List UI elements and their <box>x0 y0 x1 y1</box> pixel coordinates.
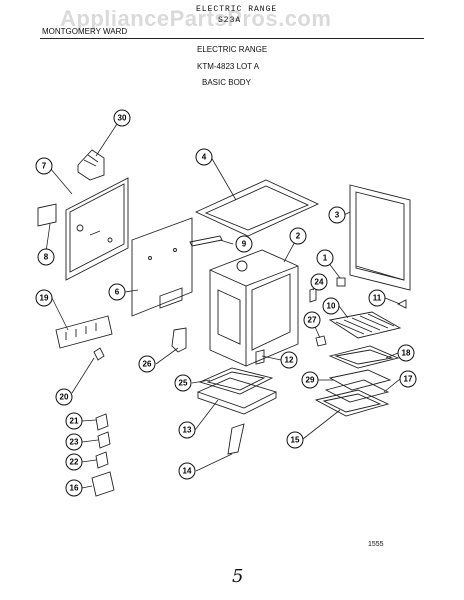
part-door-3 <box>349 184 411 291</box>
callout-20-label: 20 <box>60 393 69 402</box>
callout-3: 3 <box>328 206 346 224</box>
callout-1: 1 <box>316 249 334 267</box>
callout-27-label: 27 <box>308 316 317 325</box>
callout-13-label: 13 <box>183 426 192 435</box>
callout-4: 4 <box>195 148 213 166</box>
callout-29-label: 29 <box>306 376 315 385</box>
part-bolt-27 <box>315 335 327 347</box>
callout-26-label: 26 <box>143 360 152 369</box>
callout-12: 12 <box>280 351 298 369</box>
callout-23: 23 <box>65 433 83 451</box>
callout-22: 22 <box>65 453 83 471</box>
callout-2: 2 <box>289 227 307 245</box>
part-clip-23 <box>97 431 111 449</box>
callout-10-label: 10 <box>327 302 336 311</box>
header-line-1: ELECTRIC RANGE <box>196 5 278 14</box>
part-hinge-26 <box>171 327 187 353</box>
part-clip-24 <box>309 287 317 303</box>
watermark: AppliancePartsPros.com <box>60 6 332 31</box>
callout-29: 29 <box>301 371 319 389</box>
callout-22-label: 22 <box>70 458 79 467</box>
part-wire-lead-20 <box>93 347 105 361</box>
part-bracket-30 <box>77 149 105 181</box>
callout-11: 11 <box>368 289 386 307</box>
callout-17-label: 17 <box>404 375 413 384</box>
part-rear-panel-7 <box>65 177 129 281</box>
callout-18-label: 18 <box>402 349 411 358</box>
callout-6-label: 6 <box>115 288 120 297</box>
callout-21: 21 <box>65 412 83 430</box>
page-number: 5 <box>232 566 244 587</box>
figure-number: 1555 <box>368 541 384 548</box>
part-bottom-tray-25 <box>198 367 274 395</box>
callout-14-label: 14 <box>183 467 192 476</box>
callout-24: 24 <box>310 273 328 291</box>
part-top-panel-4 <box>194 179 320 237</box>
callout-7: 7 <box>35 157 53 175</box>
callout-25-label: 25 <box>179 379 188 388</box>
callout-8: 8 <box>37 248 55 266</box>
callout-18: 18 <box>397 344 415 362</box>
callout-6: 6 <box>108 283 126 301</box>
callout-19: 19 <box>35 289 53 307</box>
callout-9-label: 9 <box>242 240 247 249</box>
part-terminal-block-19 <box>55 315 113 349</box>
callout-27: 27 <box>303 311 321 329</box>
callout-12-label: 12 <box>285 356 294 365</box>
callout-16: 16 <box>65 479 83 497</box>
callout-1-label: 1 <box>323 254 328 263</box>
callout-4-label: 4 <box>202 153 207 162</box>
part-clip-21 <box>95 413 109 431</box>
model-number: KTM-4823 LOT A <box>197 62 260 71</box>
callout-23-label: 23 <box>70 438 79 447</box>
part-drawer-13 <box>196 377 278 415</box>
callout-17: 17 <box>399 370 417 388</box>
header-rule <box>40 38 424 39</box>
callout-7-label: 7 <box>42 162 47 171</box>
callout-19-label: 19 <box>40 294 49 303</box>
brand-label: MONTGOMERY WARD <box>42 27 128 36</box>
callout-24-label: 24 <box>315 278 324 287</box>
callout-3-label: 3 <box>335 211 340 220</box>
callout-30-label: 30 <box>118 114 127 123</box>
part-main-body-2 <box>209 249 299 367</box>
callout-15-label: 15 <box>291 436 300 445</box>
callout-20: 20 <box>55 388 73 406</box>
part-pin-12 <box>255 349 265 365</box>
callout-2-label: 2 <box>296 232 301 241</box>
callout-11-label: 11 <box>373 294 382 303</box>
callout-21-label: 21 <box>70 417 79 426</box>
callout-15: 15 <box>286 431 304 449</box>
part-receptacle-16 <box>91 471 115 497</box>
part-rack-10 <box>328 311 402 339</box>
callout-9: 9 <box>235 235 253 253</box>
callout-30: 30 <box>113 109 131 127</box>
part-broiler-pan-18 <box>328 345 400 369</box>
header-line-2: S23A <box>218 16 242 25</box>
callout-16-label: 16 <box>70 484 79 493</box>
part-side-panel-6 <box>131 217 193 317</box>
callout-14: 14 <box>178 462 196 480</box>
part-handle-14 <box>227 423 245 455</box>
part-pan-17 <box>324 379 390 403</box>
callout-10: 10 <box>322 297 340 315</box>
part-tag-8 <box>37 203 57 227</box>
part-knob-1 <box>336 277 346 287</box>
part-clip-22 <box>95 451 109 469</box>
part-gasket-29 <box>328 369 392 391</box>
part-screw-11 <box>396 299 407 309</box>
callout-25: 25 <box>174 374 192 392</box>
part-drawer-pan-15 <box>314 389 390 417</box>
callout-26: 26 <box>138 355 156 373</box>
callout-13: 13 <box>178 421 196 439</box>
callout-8-label: 8 <box>44 253 49 262</box>
section-title: BASIC BODY <box>202 78 251 87</box>
document-title: ELECTRIC RANGE <box>197 45 268 54</box>
part-strip-9 <box>189 235 223 247</box>
